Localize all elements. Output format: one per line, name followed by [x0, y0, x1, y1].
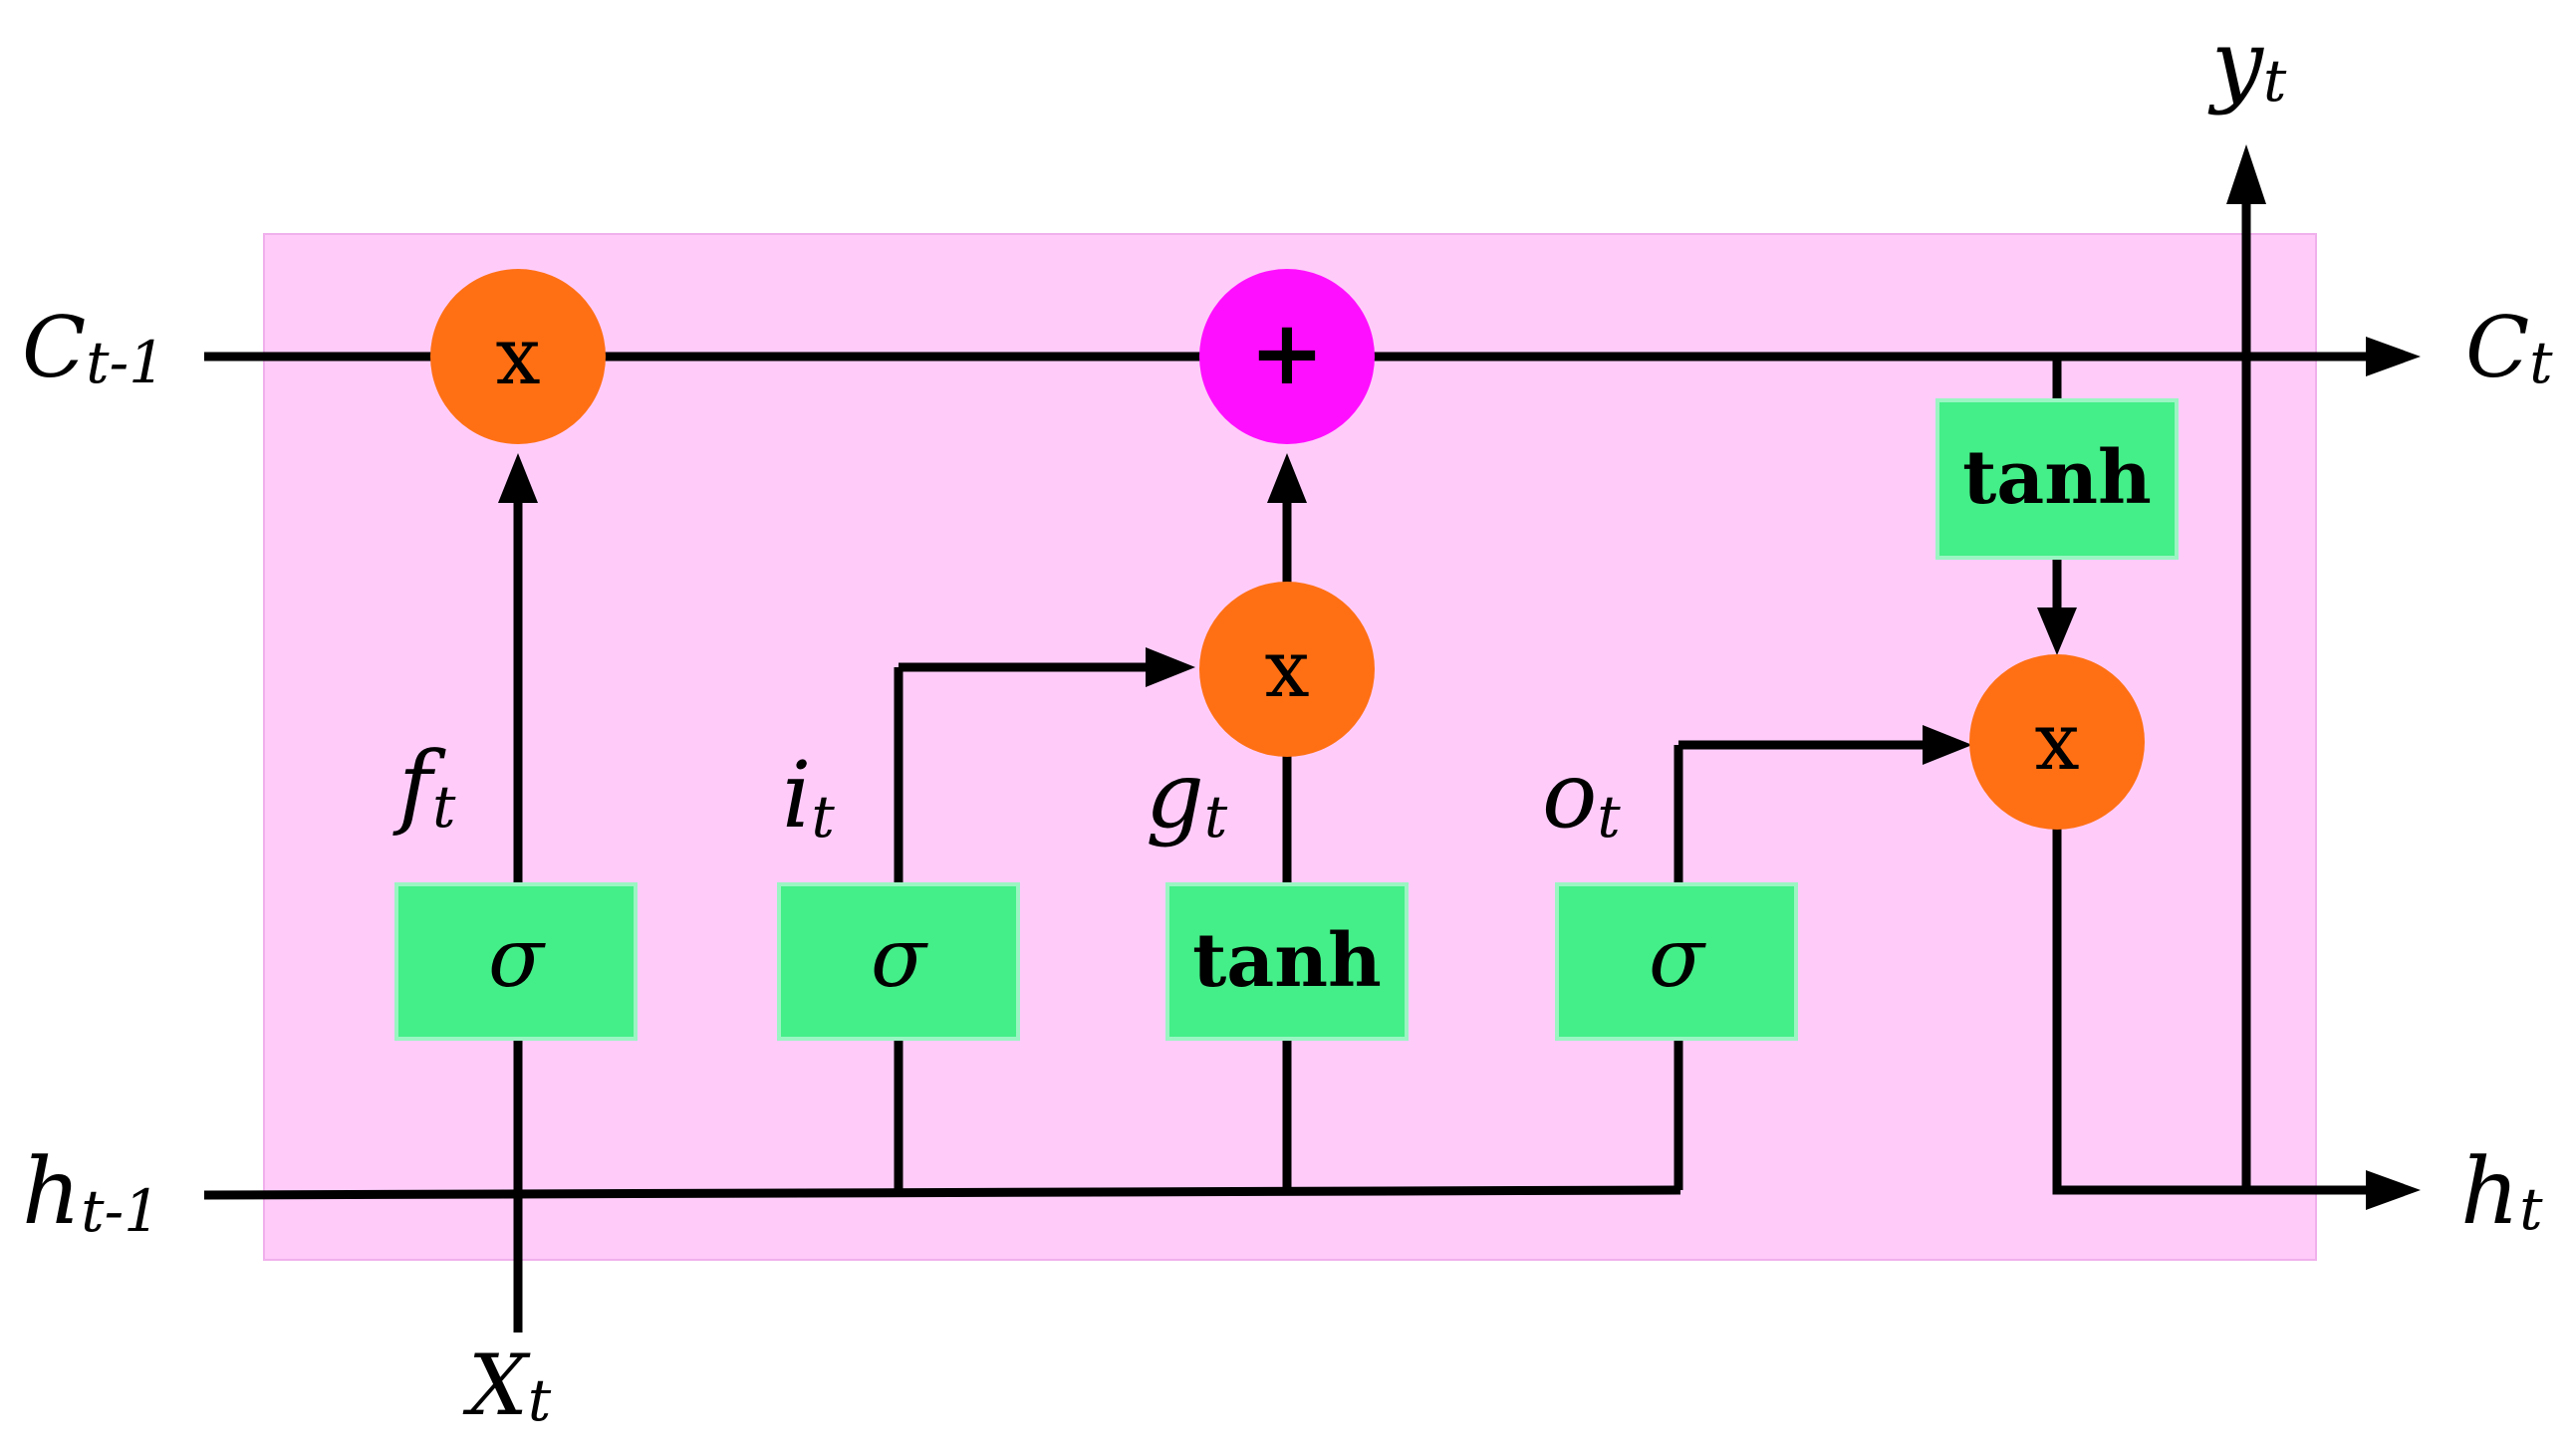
output-gate-box — [1555, 882, 1798, 1041]
output-y-label: yt — [2207, 10, 2287, 117]
hidden-input-line — [203, 1185, 1681, 1200]
prev-hidden-state-label: ht-1 — [22, 1138, 160, 1245]
input-gate-activation: σ — [871, 911, 928, 1006]
forget-multiply-node: x — [430, 269, 606, 444]
cell-add-symbol: + — [1249, 300, 1324, 405]
candidate-gate-label: gt — [1146, 742, 1228, 850]
input-gate-arrowhead — [1146, 647, 1195, 687]
input-gate-box — [777, 882, 1020, 1041]
output-gate: σ — [1555, 882, 1798, 1041]
forget-arrowhead — [498, 453, 538, 503]
forget-gate-label: ft — [392, 732, 456, 841]
cell-add-circle — [1199, 269, 1375, 444]
candidate-gate-box — [1165, 882, 1409, 1041]
input-multiply-node: x — [1199, 582, 1375, 757]
cell-tanh-arrowhead — [2037, 607, 2077, 655]
y-output-arrowhead — [2226, 144, 2266, 204]
hidden-output-arrowhead — [2366, 1170, 2421, 1210]
input-multiply-symbol: x — [1264, 622, 1309, 715]
output-gate-label: ot — [1542, 742, 1621, 850]
cell-state-arrowhead — [2366, 337, 2421, 376]
candidate-arrowhead — [1267, 453, 1307, 503]
candidate-gate: tanh — [1165, 882, 1409, 1041]
forget-gate: σ — [394, 882, 638, 1041]
cell-tanh-box — [1935, 398, 2179, 560]
input-gate: σ — [777, 882, 1020, 1041]
cell-state-label: Ct — [2465, 299, 2553, 396]
output-multiply-circle — [1969, 654, 2145, 830]
forget-gate-activation: σ — [488, 911, 546, 1006]
output-multiply-node: x — [1969, 654, 2145, 830]
output-gate-arrowhead — [1923, 725, 1972, 765]
candidate-gate-activation: tanh — [1192, 918, 1382, 1004]
forget-multiply-circle — [430, 269, 606, 444]
output-gate-activation: σ — [1649, 911, 1706, 1006]
input-gate-label: it — [782, 742, 835, 850]
forget-multiply-symbol: x — [495, 310, 540, 402]
forget-gate-box — [394, 882, 638, 1041]
cell-tanh-activation: tanh — [1962, 435, 2152, 521]
current-input-label: Xt — [462, 1336, 552, 1434]
cell-add-node: + — [1199, 269, 1375, 444]
hidden-output-line — [2052, 827, 2366, 1195]
output-multiply-symbol: x — [2034, 695, 2079, 788]
cell-tanh-gate: tanh — [1935, 398, 2179, 560]
input-multiply-circle — [1199, 582, 1375, 757]
hidden-state-label: ht — [2460, 1138, 2543, 1245]
prev-cell-state-label: Ct-1 — [22, 299, 165, 396]
